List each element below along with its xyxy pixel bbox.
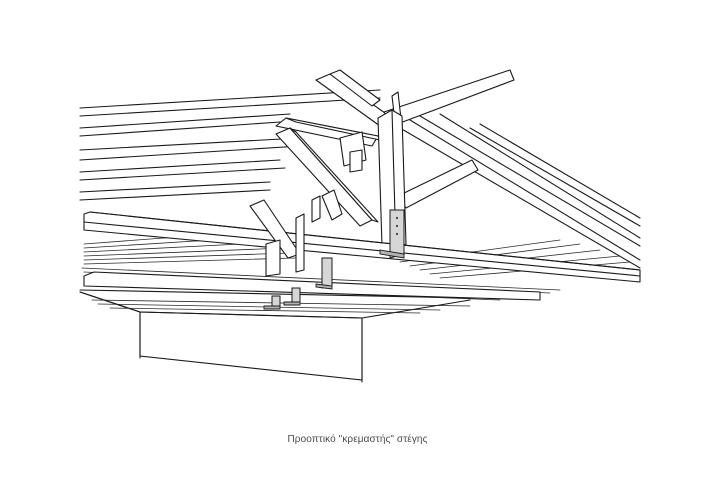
roof-boards-left — [79, 89, 381, 201]
tie-beam — [83, 211, 641, 283]
top-rafters — [315, 69, 515, 131]
intermediate-posts — [249, 189, 343, 277]
roof-boards-right — [399, 113, 641, 269]
drawing-caption: Προοπτικό "κρεμαστής" στέγης — [287, 434, 428, 445]
metal-hangers — [263, 209, 405, 310]
diagonal-struts — [275, 127, 479, 227]
lower-tie-beam — [83, 271, 541, 301]
